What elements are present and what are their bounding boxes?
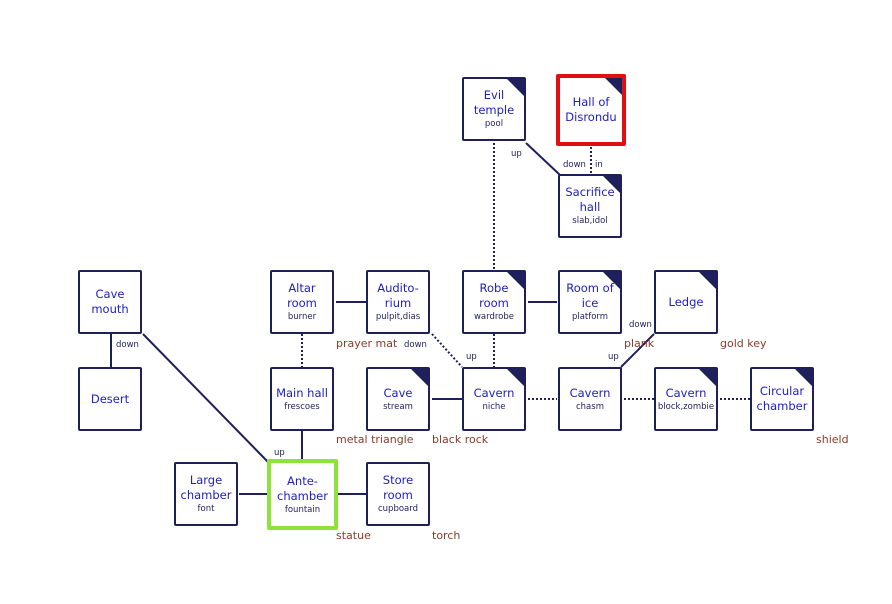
room-objects: niche: [482, 401, 506, 412]
room-name: Sacrifice hall: [565, 185, 615, 214]
room-corner-marker: [411, 369, 428, 386]
room-objects: block,zombie: [657, 401, 715, 412]
connection-evil-temple-sacrifice-hall: [525, 142, 561, 176]
room-cavern-niche[interactable]: Cavern niche: [462, 367, 526, 431]
room-name: Ledge: [668, 294, 704, 309]
room-objects: cupboard: [377, 504, 418, 514]
room-objects: slab,idol: [572, 216, 608, 226]
room-name: Hall of Disrondu: [565, 95, 617, 124]
room-objects: platform: [571, 312, 609, 322]
room-name: Cavern: [569, 385, 611, 400]
direction-label: up: [466, 352, 477, 362]
item-label: gold key: [720, 337, 767, 350]
room-cave[interactable]: Cave stream: [366, 367, 430, 431]
room-store-room[interactable]: Store room cupboard: [366, 462, 430, 526]
room-room-of-ice[interactable]: Room of ice platform: [558, 270, 622, 334]
room-name: Robe room: [479, 281, 509, 310]
item-label: prayer mat: [336, 337, 398, 350]
direction-label: up: [608, 352, 619, 362]
room-cavern-chasm[interactable]: Cavern chasm: [558, 367, 622, 431]
room-corner-marker: [795, 369, 812, 386]
room-corner-marker: [507, 79, 524, 96]
room-objects: pulpit,dias: [375, 312, 421, 322]
room-name: Cave mouth: [91, 287, 129, 316]
room-large-chamber[interactable]: Large chamber font: [174, 462, 238, 526]
room-name: Evil temple: [473, 88, 515, 117]
room-auditorium[interactable]: Audito-rium pulpit,dias: [366, 270, 430, 334]
item-label: shield: [816, 433, 849, 446]
room-corner-marker: [603, 272, 620, 289]
room-circular-chamber[interactable]: Circular chamber: [750, 367, 814, 431]
room-name: Circular chamber: [756, 384, 808, 413]
room-objects: stream: [383, 401, 413, 412]
direction-label: down: [629, 320, 652, 330]
room-name: Audito-rium: [377, 281, 419, 310]
room-ledge[interactable]: Ledge: [654, 270, 718, 334]
direction-label: down: [116, 340, 139, 350]
room-evil-temple[interactable]: Evil temple pool: [462, 77, 526, 141]
direction-label: down: [404, 340, 427, 350]
room-corner-marker: [699, 369, 716, 386]
room-name: Desert: [90, 391, 130, 406]
item-label: black rock: [432, 433, 489, 446]
room-name: Altar room: [287, 281, 317, 310]
direction-label: up: [511, 149, 522, 159]
connection-cave-mouth-ante-chamber: [142, 333, 269, 463]
room-altar-room[interactable]: Altar room burner: [270, 270, 334, 334]
room-name: Room of ice: [566, 281, 614, 310]
room-objects: frescoes: [284, 401, 320, 412]
room-name: Ante-chamber: [277, 473, 328, 503]
room-cavern-zombie[interactable]: Cavern block,zombie: [654, 367, 718, 431]
item-label: torch: [432, 529, 461, 542]
room-cave-mouth[interactable]: Cave mouth: [78, 270, 142, 334]
direction-label: in: [595, 160, 603, 170]
room-robe-room[interactable]: Robe room wardrobe: [462, 270, 526, 334]
room-corner-marker: [507, 272, 524, 289]
room-objects: burner: [287, 312, 317, 322]
room-hall-of-disrondu[interactable]: Hall of Disrondu: [556, 74, 626, 146]
room-corner-marker: [605, 78, 622, 95]
room-corner-marker: [603, 176, 620, 193]
room-objects: wardrobe: [473, 312, 515, 322]
room-objects: chasm: [576, 401, 604, 412]
room-main-hall[interactable]: Main hall frescoes: [270, 367, 334, 431]
room-ante-chamber[interactable]: Ante-chamber fountain: [267, 459, 338, 530]
room-name: Cave: [383, 385, 413, 400]
room-name: Cavern: [473, 385, 515, 400]
room-objects: pool: [484, 119, 504, 129]
room-name: Large chamber: [180, 473, 232, 502]
room-desert[interactable]: Desert: [78, 367, 142, 431]
room-corner-marker: [507, 369, 524, 386]
connection-ledge-chasm: [620, 333, 655, 368]
room-name: Main hall: [276, 385, 328, 400]
item-label: plank: [624, 337, 655, 350]
direction-label: down: [563, 160, 586, 170]
room-sacrifice-hall[interactable]: Sacrifice hall slab,idol: [558, 174, 622, 238]
connection-auditorium-cavern: [431, 333, 463, 368]
room-name: Cavern: [665, 385, 707, 400]
item-label: statue: [336, 529, 371, 542]
item-label: metal triangle: [336, 433, 414, 446]
room-objects: fountain: [284, 504, 321, 515]
room-name: Store room: [382, 473, 414, 502]
room-corner-marker: [699, 272, 716, 289]
room-objects: font: [197, 504, 215, 514]
direction-label: up: [274, 448, 285, 458]
